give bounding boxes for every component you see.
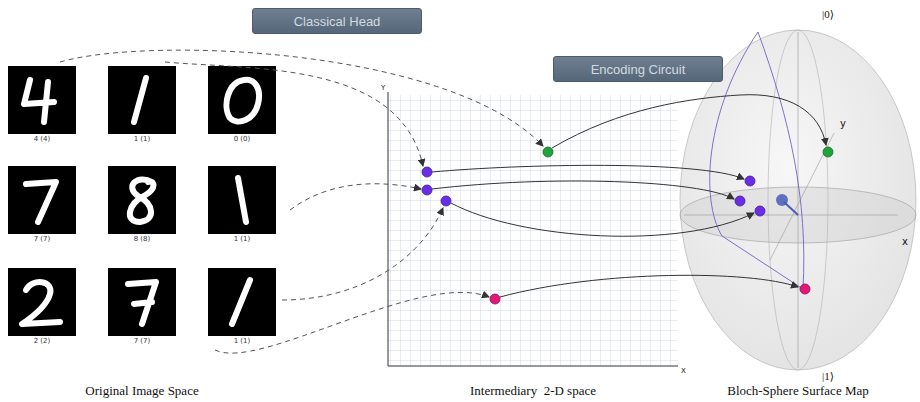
digit-stroke	[226, 80, 259, 122]
axis-label: Y	[381, 85, 385, 93]
image-caption: 2 (2)	[0, 337, 86, 345]
stage-header-box: Encoding Circuit	[553, 56, 723, 82]
encoding-arrow	[432, 181, 734, 199]
image-caption: 8 (8)	[98, 235, 186, 243]
encoding-arrow	[432, 165, 744, 179]
digit-image	[208, 166, 276, 234]
sphere-point-purple	[755, 206, 765, 216]
point-green	[543, 147, 553, 157]
image-caption: 0 (0)	[198, 135, 286, 143]
image-tile: 2 (2)	[8, 268, 76, 336]
x-axis-line	[684, 215, 898, 216]
grid-plane	[388, 95, 678, 366]
meridian	[768, 30, 828, 370]
bloch-label: y	[840, 118, 846, 129]
point-magenta	[490, 294, 500, 304]
digit-stroke	[130, 179, 154, 222]
image-caption: 1 (1)	[198, 337, 286, 345]
image-caption: 4 (4)	[0, 135, 86, 143]
digit-image	[108, 268, 176, 336]
digit-image	[8, 66, 76, 134]
digit-image	[8, 166, 76, 234]
image-ground	[208, 268, 276, 336]
sphere-point-purple	[735, 196, 745, 206]
image-caption: 1 (1)	[98, 135, 186, 143]
bloch-label: |1⟩	[822, 370, 834, 382]
panel-title: Bloch-Sphere Surface Map	[727, 384, 869, 398]
digit-image	[108, 66, 176, 134]
image-ground	[108, 166, 176, 234]
point-purple	[441, 196, 451, 206]
dashed-arrow	[215, 292, 489, 353]
digit-stroke	[232, 280, 250, 324]
sector-outline	[710, 32, 804, 289]
sphere-point-magenta	[800, 284, 810, 294]
encoding-arrow	[500, 275, 798, 297]
dashed-arrow	[282, 208, 443, 300]
image-ground	[208, 66, 276, 134]
panel-title: Intermediary 2-D space	[470, 384, 596, 398]
point-purple	[422, 167, 432, 177]
image-ground	[8, 166, 76, 234]
axis-label: X	[681, 368, 686, 376]
digit-stroke	[134, 78, 146, 122]
image-tile: 4 (4)	[8, 66, 76, 134]
x-axis	[388, 366, 678, 367]
encoding-arrow	[552, 95, 826, 148]
image-ground	[108, 268, 176, 336]
stage-header-box: Classical Head	[252, 8, 422, 34]
dashed-arrow	[165, 62, 423, 166]
digit-stroke	[128, 282, 156, 324]
image-caption: 7 (7)	[98, 337, 186, 345]
image-caption: 1 (1)	[198, 235, 286, 243]
digit-image	[208, 66, 276, 134]
state-vector-head	[776, 194, 788, 206]
header-text: Classical Head	[294, 14, 381, 29]
image-tile: 7 (7)	[108, 268, 176, 336]
image-tile: 1 (1)	[208, 166, 276, 234]
z-axis	[798, 32, 799, 368]
digit-stroke	[24, 80, 54, 122]
digit-image	[208, 268, 276, 336]
image-tile: 1 (1)	[108, 66, 176, 134]
bloch-label: x	[902, 236, 908, 247]
encoding-arrow	[451, 203, 754, 236]
digit-image	[8, 268, 76, 336]
image-ground	[8, 268, 76, 336]
image-tile: 1 (1)	[208, 268, 276, 336]
image-ground	[208, 166, 276, 234]
point-purple	[422, 185, 432, 195]
image-caption: 7 (7)	[0, 235, 86, 243]
digit-stroke	[26, 182, 56, 222]
digit-stroke	[238, 178, 246, 222]
sphere-point-purple	[745, 176, 755, 186]
image-tile: 0 (0)	[208, 66, 276, 134]
image-tile: 7 (7)	[8, 166, 76, 234]
y-axis	[388, 92, 389, 366]
header-text: Encoding Circuit	[591, 62, 686, 77]
panel-title: Original Image Space	[85, 384, 198, 398]
image-ground	[8, 66, 76, 134]
dashed-arrow	[290, 184, 421, 210]
image-tile: 8 (8)	[108, 166, 176, 234]
digit-image	[108, 166, 176, 234]
sphere-point-green	[823, 147, 833, 157]
bloch-label: |0⟩	[822, 8, 834, 20]
image-ground	[108, 66, 176, 134]
dashed-arrow	[60, 50, 543, 146]
y-axis-line	[770, 133, 834, 260]
digit-stroke	[22, 282, 60, 324]
